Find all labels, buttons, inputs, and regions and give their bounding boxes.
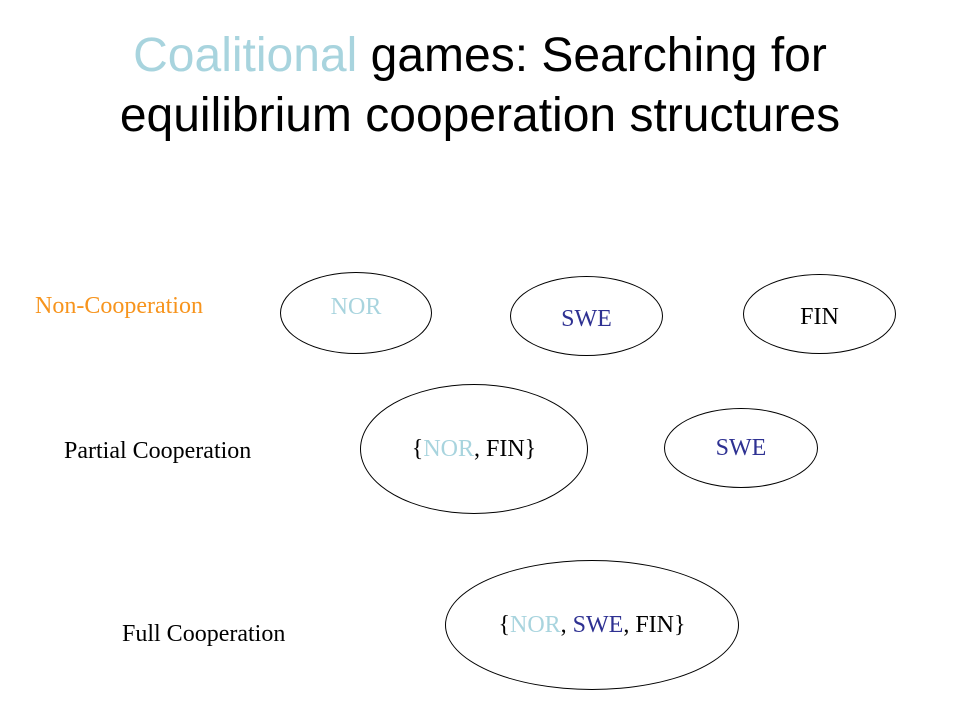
nor-label: NOR [423,435,474,462]
separator: , [560,611,573,638]
swe-label: SWE [572,611,624,638]
nor-label: NOR [330,294,382,320]
fin-label: FIN [486,435,525,462]
slide-title: Coalitional games: Searching for equilib… [0,26,960,146]
non-cooperation-label: Non-Cooperation [35,293,203,319]
title-line2: equilibrium cooperation structures [119,89,841,142]
nor-label: NOR [509,611,561,638]
swe-ellipse: SWE [510,276,663,356]
brace-close: } [524,435,537,462]
nor-fin-coalition-ellipse: {NOR, FIN} [360,384,588,514]
swe-singleton-ellipse: SWE [664,408,818,488]
nor-fin-coalition-label: {NOR, FIN} [412,436,536,463]
full-cooperation-label: Full Cooperation [122,621,286,647]
separator: , [623,611,636,638]
grand-coalition-label: {NOR, SWE, FIN} [498,612,685,639]
title-highlight: Coalitional [133,29,358,82]
swe-label: SWE [561,305,612,332]
brace-open: { [411,435,424,462]
partial-cooperation-label: Partial Cooperation [64,438,252,464]
fin-ellipse: FIN [743,274,896,354]
brace-close: } [674,611,686,638]
nor-ellipse: NOR [280,272,432,354]
fin-label: FIN [800,303,839,330]
brace-open: { [498,611,510,638]
swe-label: SWE [715,434,767,461]
grand-coalition-ellipse: {NOR, SWE, FIN} [445,560,739,690]
fin-label: FIN [635,611,674,638]
separator: , [474,435,486,462]
title-line1-rest: games: Searching for [357,29,827,82]
